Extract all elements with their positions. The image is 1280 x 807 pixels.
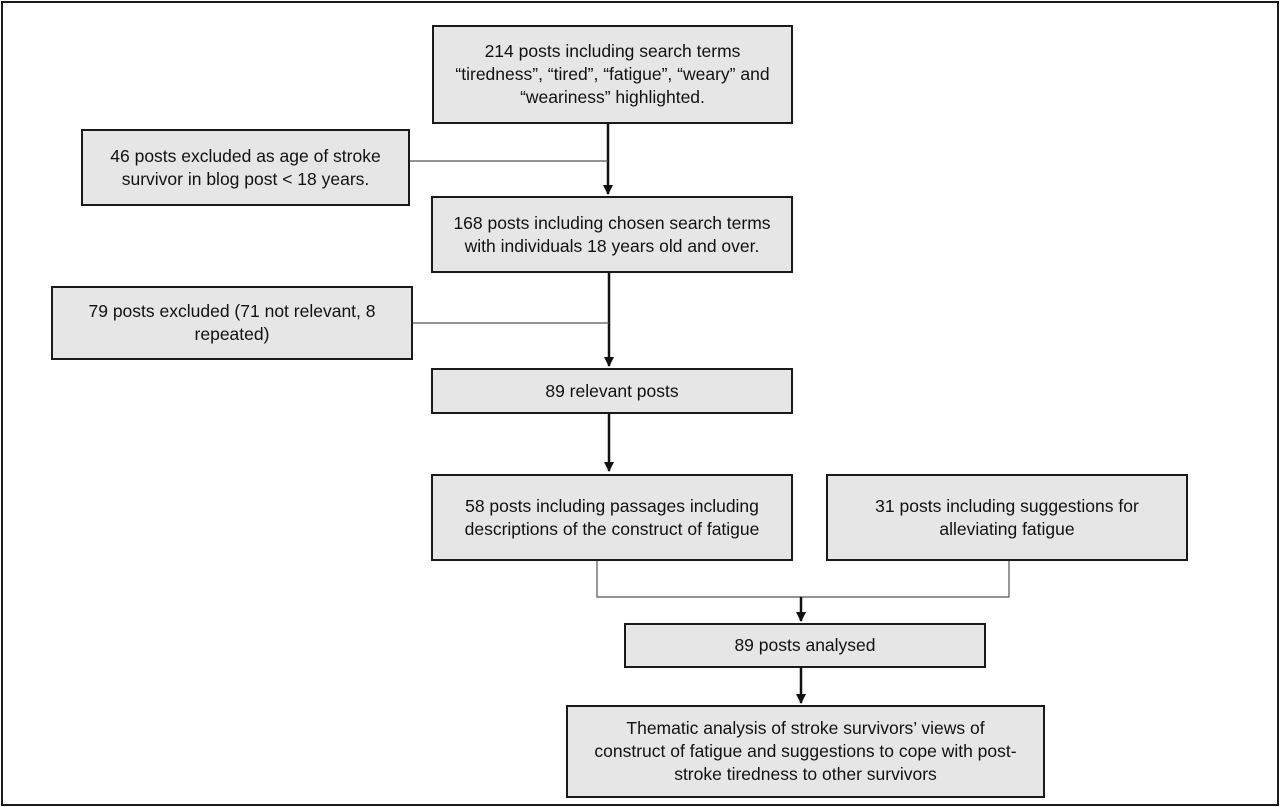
- thematic-analysis-text: Thematic analysis of stroke survivors’ v…: [594, 718, 1017, 784]
- box-construct-posts: 58 posts including passages including de…: [431, 474, 793, 561]
- posts-analysed-text: 89 posts analysed: [734, 635, 876, 655]
- box-excluded-age: 46 posts excluded as age of stroke survi…: [81, 129, 410, 206]
- construct-posts-text: 58 posts including passages including de…: [464, 495, 760, 539]
- relevant-posts-text: 89 relevant posts: [545, 380, 679, 401]
- box-relevant-posts: 89 relevant posts: [431, 368, 793, 414]
- box-adult-posts: 168 posts including chosen search terms …: [431, 196, 793, 273]
- excluded-relevance-text: 79 posts excluded (71 not relevant, 8 re…: [88, 301, 376, 344]
- connector-merge: [596, 560, 1010, 598]
- suggestion-posts-text: 31 posts including suggestions for allev…: [875, 495, 1139, 539]
- adult-posts-text: 168 posts including chosen search terms …: [453, 212, 771, 256]
- excluded-age-text: 46 posts excluded as age of stroke survi…: [110, 145, 381, 189]
- box-excluded-relevance: 79 posts excluded (71 not relevant, 8 re…: [51, 286, 413, 360]
- box-posts-identified: 214 posts including search terms “tiredn…: [432, 25, 793, 124]
- box-suggestion-posts: 31 posts including suggestions for allev…: [826, 474, 1188, 561]
- box-posts-analysed: 89 posts analysed: [624, 623, 986, 668]
- posts-identified-text: 214 posts including search terms “tiredn…: [455, 41, 770, 107]
- box-thematic-analysis: Thematic analysis of stroke survivors’ v…: [566, 705, 1045, 798]
